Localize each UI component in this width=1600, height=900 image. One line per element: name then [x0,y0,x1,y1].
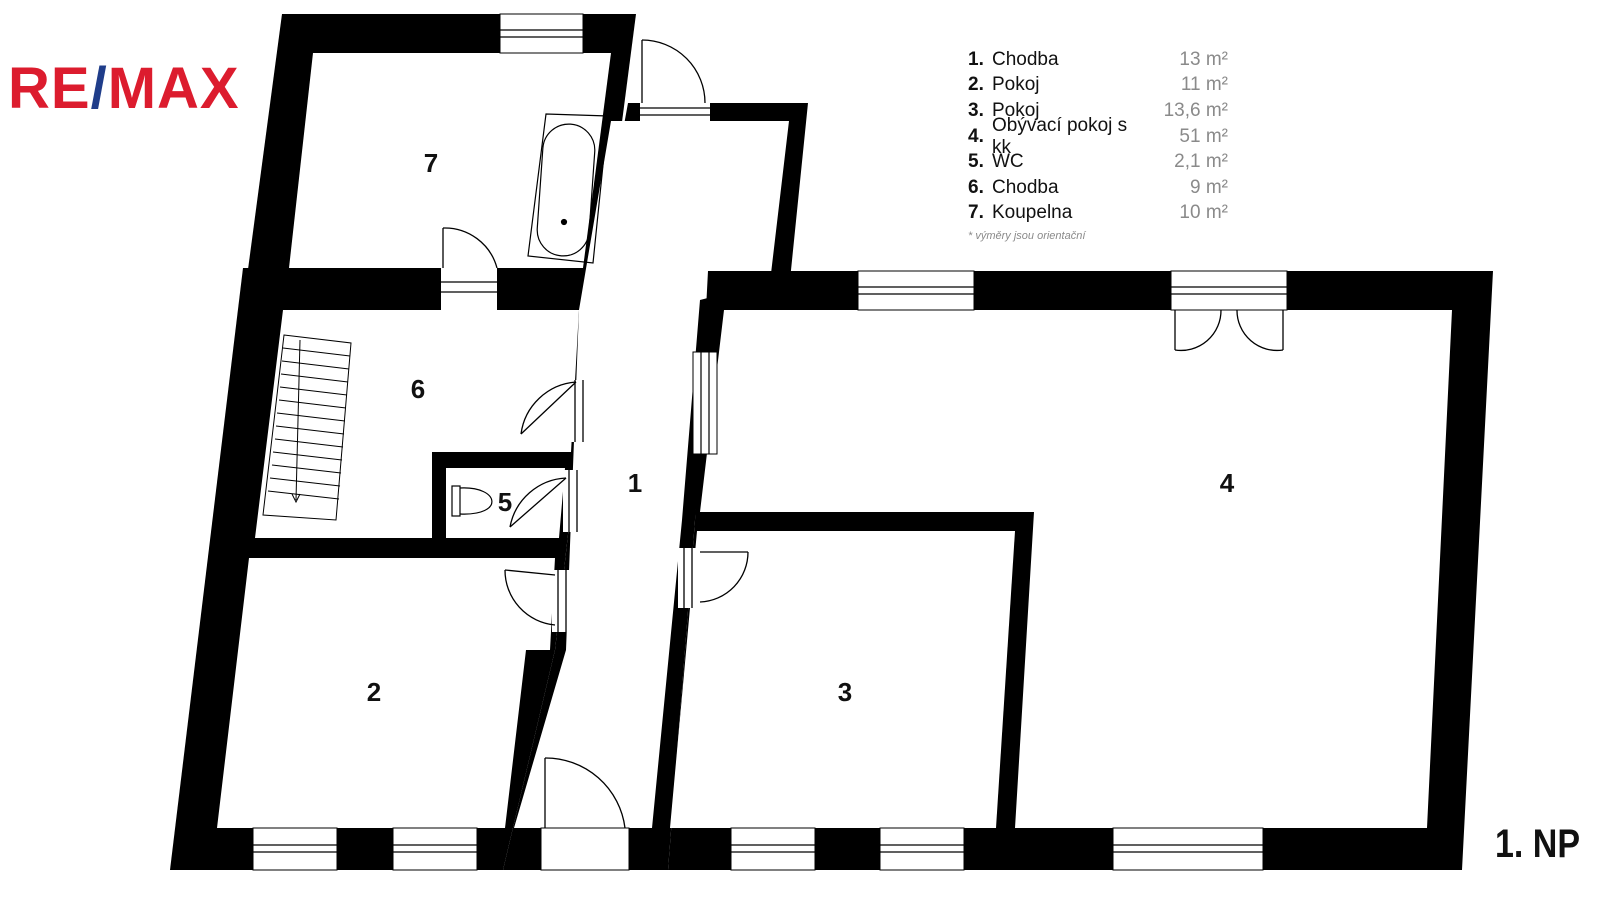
legend-num: 4. [968,125,984,147]
remax-logo: RE/MAX [8,60,240,118]
room4-interior [700,310,1452,828]
window [1112,827,1264,871]
room5-interior [446,468,565,538]
legend-area: 2,1 m² [1174,151,1228,173]
legend-note: * výměry jsou orientační [968,230,1086,243]
legend-name: Obývací pokoj s kk [992,114,1128,158]
window [540,827,630,871]
window [499,13,584,54]
legend-name: Chodba [992,48,1059,70]
wall-bathroom-inner [289,53,611,268]
room-label-7: 7 [424,148,438,178]
room-label-5: 5 [498,487,512,517]
room-label-1: 1 [628,468,642,498]
room-label-4: 4 [1220,468,1235,498]
legend-area: 10 m² [1179,202,1228,224]
window [252,827,338,871]
legend-name: WC [992,151,1024,173]
window [692,351,718,455]
window [1170,270,1288,311]
legend-row: 4. Obývací pokoj s kk 51 m² [968,115,1228,158]
walls [170,14,1493,870]
room-labels: 7 6 5 1 2 3 4 [367,148,1235,707]
window-lines [253,29,1287,853]
legend-area: 11 m² [1180,74,1228,96]
legend-row: 7. Koupelna 10 m² [968,201,1228,227]
legend-num: 5. [968,151,984,173]
legend-name: Chodba [992,176,1059,198]
room-label-2: 2 [367,677,381,707]
legend-num: 2. [968,74,984,96]
room-legend: 1. Chodba 13 m² 2. Pokoj 11 m² 3. Pokoj … [968,47,1228,242]
window [879,827,965,871]
legend-area: 9 m² [1190,176,1228,198]
legend-num: 6. [968,176,984,198]
door-swings [441,39,1284,829]
window [730,827,816,871]
legend-row: 6. Chodba 9 m² [968,175,1228,201]
legend-num: 3. [968,99,984,121]
legend-area: 13,6 m² [1163,99,1228,121]
legend-name: Pokoj [992,74,1040,96]
legend-area: 13 m² [1179,48,1228,70]
room-label-3: 3 [838,677,852,707]
legend-row: 5. WC 2,1 m² [968,149,1228,175]
legend-row: 1. Chodba 13 m² [968,47,1228,73]
window [392,827,478,871]
logo-text-max: MAX [107,56,240,121]
bathtub [527,113,609,264]
legend-num: 7. [968,202,984,224]
window [857,270,975,311]
room2-interior [217,558,555,828]
logo-slash: / [90,56,108,121]
legend-row: 2. Pokoj 11 m² [968,73,1228,99]
logo-text-re: RE [8,56,91,121]
legend-name: Koupelna [992,202,1073,224]
legend-name: Pokoj [992,99,1040,121]
legend-area: 51 m² [1179,125,1228,147]
floor-label: 1. NP [1494,822,1580,866]
room3-interior [670,531,1015,828]
legend-num: 1. [968,48,984,70]
staircase [262,334,352,521]
room-label-6: 6 [411,374,425,404]
corridor-interior [514,121,789,828]
legend-row: 3. Pokoj 13,6 m² [968,98,1228,124]
windows [252,13,1288,871]
toilet [451,485,493,517]
